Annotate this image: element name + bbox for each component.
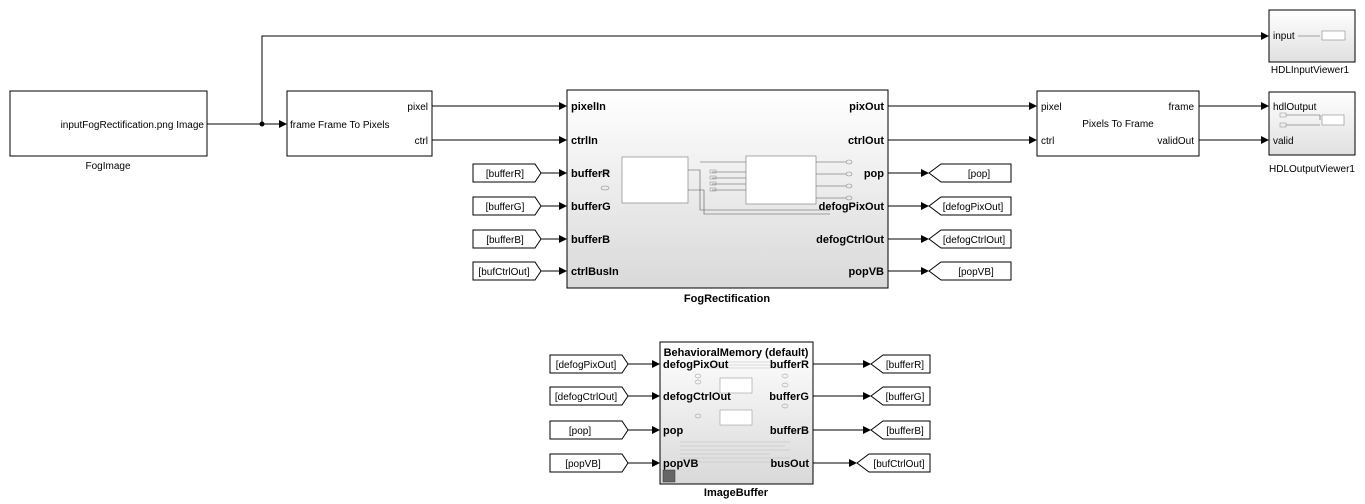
hdl-output-port-2: valid — [1273, 136, 1294, 147]
goto-tag-bufferB[interactable]: [bufferB] — [870, 420, 931, 440]
svg-text:[defogCtrlOut]: [defogCtrlOut] — [555, 392, 617, 403]
fog-out-pop: pop — [864, 168, 884, 180]
image-buffer-name: ImageBuffer — [704, 487, 769, 499]
svg-text:[bufferG]: [bufferG] — [886, 392, 925, 403]
buf-in-popVB: popVB — [663, 458, 698, 470]
buf-in-pop: pop — [663, 425, 683, 437]
hdl-input-viewer-name: HDLInputViewer1 — [1271, 65, 1350, 76]
fog-out-defogCtrlOut: defogCtrlOut — [816, 234, 884, 246]
from-tag-defogCtrlOut[interactable]: [defogCtrlOut] — [549, 386, 629, 406]
fog-out-defogPixOut: defogPixOut — [819, 201, 885, 213]
from-tag-pop[interactable]: [pop] — [549, 420, 629, 440]
fog-in-bufferB: bufferB — [571, 234, 610, 246]
fog-in-ctrlIn: ctrlIn — [571, 135, 598, 147]
buf-in-defogPixOut: defogPixOut — [663, 359, 729, 371]
fog-out-popVB: popVB — [849, 266, 884, 278]
from-tag-popVB[interactable]: [popVB] — [549, 453, 629, 473]
svg-text:[defogPixOut]: [defogPixOut] — [943, 202, 1004, 213]
f2p-out-pixel: pixel — [407, 102, 428, 113]
from-tag-bufferB[interactable]: [bufferB] — [472, 229, 542, 249]
f2p-in-frame: frame — [290, 120, 316, 131]
from-tag-bufferR[interactable]: [bufferR] — [472, 163, 542, 183]
buf-out-bufferB: bufferB — [770, 425, 809, 437]
buf-out-bufferG: bufferG — [769, 391, 809, 403]
svg-text:[pop]: [pop] — [968, 169, 990, 180]
goto-tag-defogCtrlOut[interactable]: [defogCtrlOut] — [928, 229, 1012, 249]
image-buffer-block[interactable]: BehavioralMemory (default) defogPixOut d… — [659, 341, 814, 485]
fog-image-content: inputFogRectification.png Image — [61, 120, 205, 131]
p2f-out-validOut: validOut — [1157, 136, 1194, 147]
fog-rectification-block[interactable]: pixelIn ctrlIn bufferR bufferG bufferB c… — [566, 89, 889, 289]
goto-tag-bufferR[interactable]: [bufferR] — [870, 354, 931, 374]
goto-tag-popVB[interactable]: [popVB] — [928, 261, 1012, 281]
hdl-output-viewer-name: HDLOutputViewer1 — [1269, 164, 1355, 175]
fog-image-block[interactable]: inputFogRectification.png Image — [9, 90, 208, 157]
fog-image-name: FogImage — [85, 161, 130, 172]
buf-out-bufferR: bufferR — [770, 359, 809, 371]
fog-in-pixelIn: pixelIn — [571, 101, 606, 113]
from-tag-defogPixOut[interactable]: [defogPixOut] — [549, 354, 629, 374]
svg-text:[bufCtrlOut]: [bufCtrlOut] — [478, 267, 529, 278]
svg-text:[defogPixOut]: [defogPixOut] — [556, 360, 617, 371]
svg-text:[bufferG]: [bufferG] — [486, 202, 525, 213]
goto-tag-bufCtrlOut[interactable]: [bufCtrlOut] — [856, 453, 931, 473]
fog-in-bufferR: bufferR — [571, 168, 610, 180]
wire-image-to-input-viewer — [261, 32, 1269, 124]
fog-out-pixOut: pixOut — [849, 101, 884, 113]
fog-out-ctrlOut: ctrlOut — [848, 135, 884, 147]
buf-out-busOut: busOut — [771, 458, 810, 470]
svg-text:[bufferB]: [bufferB] — [886, 426, 924, 437]
f2p-center: Frame To Pixels — [318, 120, 390, 131]
p2f-out-frame: frame — [1168, 102, 1194, 113]
svg-text:[popVB]: [popVB] — [958, 267, 994, 278]
pixels-to-frame-block[interactable]: pixel ctrl Pixels To Frame frame validOu… — [1036, 90, 1200, 157]
hdl-output-port-1: hdlOutput — [1273, 102, 1317, 113]
goto-tag-bufferG[interactable]: [bufferG] — [870, 386, 931, 406]
from-tag-bufCtrlOut[interactable]: [bufCtrlOut] — [472, 261, 542, 281]
hdl-input-port: input — [1273, 31, 1295, 42]
svg-text:[defogCtrlOut]: [defogCtrlOut] — [943, 235, 1005, 246]
fog-in-bufferG: bufferG — [571, 201, 611, 213]
goto-tag-defogPixOut[interactable]: [defogPixOut] — [928, 196, 1012, 216]
svg-text:[bufferR]: [bufferR] — [486, 169, 524, 180]
svg-text:[bufferB]: [bufferB] — [486, 235, 524, 246]
p2f-in-ctrl: ctrl — [1041, 136, 1054, 147]
svg-text:[pop]: [pop] — [569, 426, 591, 437]
p2f-center: Pixels To Frame — [1082, 119, 1154, 130]
svg-text:[bufferR]: [bufferR] — [886, 360, 924, 371]
fog-rectification-name: FogRectification — [684, 293, 770, 305]
f2p-out-ctrl: ctrl — [415, 136, 428, 147]
image-buffer-title: BehavioralMemory (default) — [664, 347, 809, 359]
frame-to-pixels-block[interactable]: frame Frame To Pixels pixel ctrl — [286, 90, 433, 157]
goto-tag-pop[interactable]: [pop] — [928, 163, 1012, 183]
from-tag-bufferG[interactable]: [bufferG] — [472, 196, 542, 216]
mask-icon — [662, 469, 676, 483]
svg-text:[popVB]: [popVB] — [565, 459, 601, 470]
p2f-in-pixel: pixel — [1041, 102, 1062, 113]
svg-text:[bufCtrlOut]: [bufCtrlOut] — [873, 459, 924, 470]
buf-in-defogCtrlOut: defogCtrlOut — [663, 391, 731, 403]
hdl-input-viewer-block[interactable]: input — [1268, 9, 1356, 63]
fog-in-ctrlBusIn: ctrlBusIn — [571, 266, 619, 278]
hdl-output-viewer-block[interactable]: hdlOutput valid — [1268, 91, 1356, 156]
